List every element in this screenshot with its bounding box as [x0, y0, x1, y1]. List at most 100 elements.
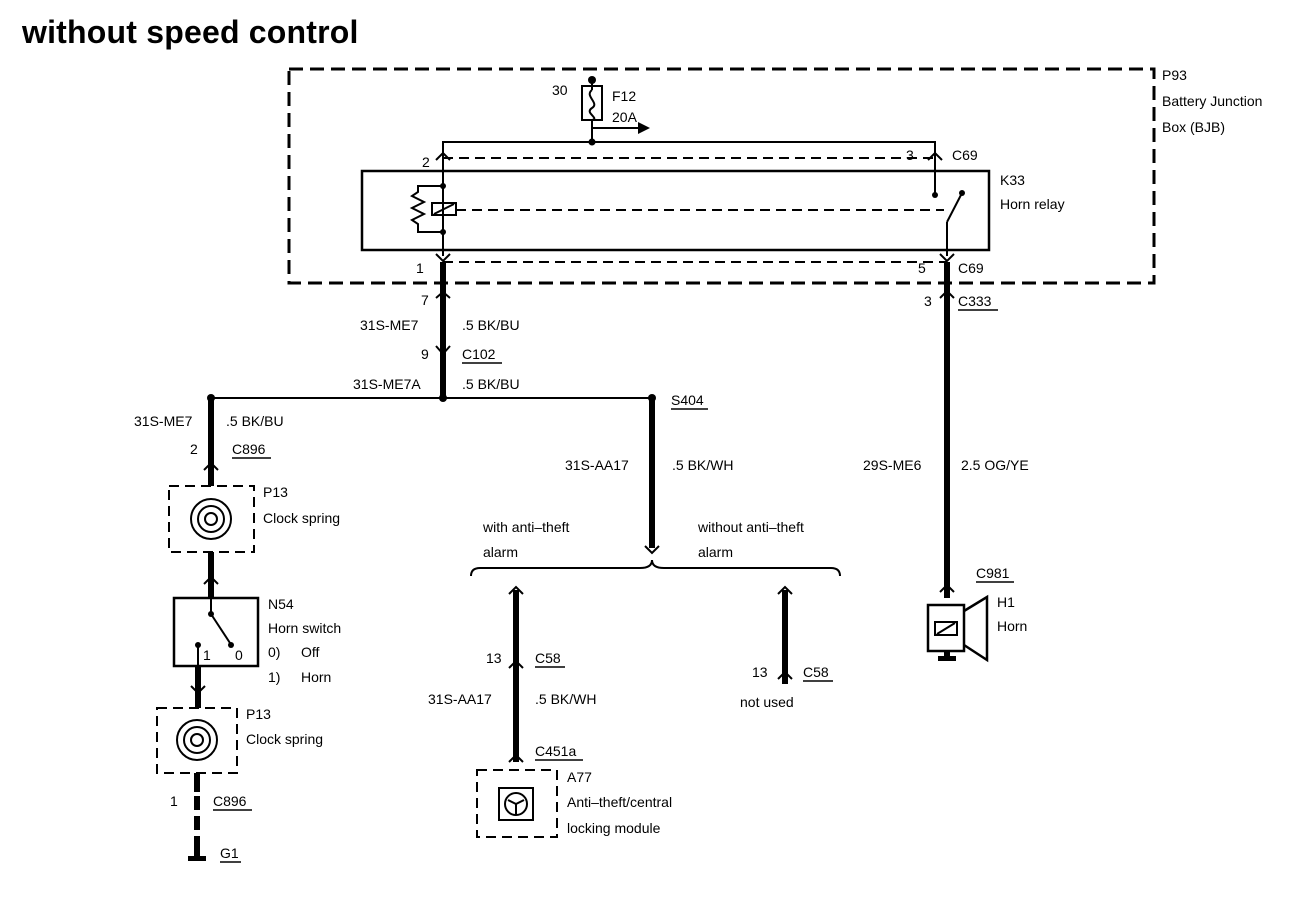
c58-left-top-chevron-icon [508, 585, 524, 595]
module-line2: locking module [567, 820, 661, 836]
ground-id: G1 [220, 845, 239, 861]
option-bracket [470, 559, 841, 577]
clock-spring-2-icon [176, 719, 218, 761]
relay-connector-top: C69 [952, 147, 978, 163]
c58-left-chevron-icon [508, 659, 524, 669]
clock-spring-1-id: P13 [263, 484, 288, 500]
bus-node-center [439, 394, 447, 402]
c102-top-chevron-icon [435, 290, 451, 299]
clock-spring-1-outline [168, 485, 255, 553]
relay-pin-top-left: 2 [422, 154, 430, 170]
c58-right-chevron-icon [777, 670, 793, 680]
without-alarm-line2: alarm [698, 544, 733, 560]
switch-legend-key-2: 1) [268, 669, 280, 685]
resistor-icon [409, 185, 443, 233]
module-id: A77 [567, 769, 592, 785]
pin1-chevron-icon [435, 253, 451, 263]
wire-spec: .5 BK/BU [462, 317, 520, 333]
bjb-outline [287, 67, 1156, 285]
module-icon-frame [498, 787, 534, 821]
switch-bottom-chevron-icon [190, 685, 206, 695]
contact-switch-arm [946, 192, 963, 223]
battery-junction-box: P93 Battery Junction Box (BJB) [287, 67, 1262, 285]
c451a-label: C451a [535, 743, 576, 759]
clock-spring-1-inner [197, 505, 225, 533]
junction-spec: .5 BK/BU [462, 376, 520, 392]
clock-spring-2-name: Clock spring [246, 731, 323, 747]
bjb-name-line1: Battery Junction [1162, 93, 1262, 109]
c58-left-pin: 13 [486, 650, 502, 666]
page-title: without speed control [22, 14, 359, 50]
wire-31s-me7: 7 31S-ME7 .5 BK/BU 9 C102 31S-ME7A .5 BK… [353, 262, 520, 398]
horn-coil-icon [934, 621, 958, 636]
relay-outline [360, 169, 991, 252]
relay-pin-bottom-left: 1 [416, 260, 424, 276]
coil-slash [433, 203, 455, 215]
clock-spring-2-outline [156, 707, 238, 774]
horn-switch-id: N54 [268, 596, 294, 612]
wire-circuit: 31S-ME7 [360, 317, 419, 333]
c58-left-spec: .5 BK/WH [535, 691, 596, 707]
left-branch: 31S-ME7 .5 BK/BU 2 C896 P13 Clock spring… [134, 398, 341, 863]
horn-relay: K33 Horn relay 2 3 C69 1 5 C69 [360, 147, 1065, 276]
left-branch-pin: 2 [190, 441, 198, 457]
fuse-element [588, 80, 596, 142]
without-alarm-line1: without anti–theft [697, 519, 804, 535]
c58-right-connector: C58 [803, 664, 829, 680]
module-line1: Anti–theft/central [567, 794, 672, 810]
pin3-chevron-icon [927, 151, 943, 161]
c981-chevron-icon [939, 583, 955, 593]
s404-circuit: 31S-AA17 [565, 457, 629, 473]
relay-pin-bottom-right: 5 [918, 260, 926, 276]
fuse-rating: 20A [612, 109, 638, 125]
c58-right-top-chevron-icon [777, 585, 793, 595]
c102-chevron-icon [435, 345, 451, 356]
horn-name: Horn [997, 618, 1027, 634]
s404-spec: .5 BK/WH [672, 457, 733, 473]
ground-pin: 1 [170, 793, 178, 809]
switch-pos-1: 1 [203, 647, 211, 663]
splice-id: S404 [671, 392, 704, 408]
c333-chevron-icon [939, 289, 955, 299]
switch-pos-0: 0 [235, 647, 243, 663]
pin5-chevron-icon [939, 253, 955, 263]
bjb-id: P93 [1162, 67, 1187, 83]
s404-chevron-icon [644, 545, 660, 555]
horn-wire-spec: 2.5 OG/YE [961, 457, 1029, 473]
module-icon [504, 792, 528, 816]
fuse-f12: 30 F12 20A [552, 76, 650, 146]
fuse-id: F12 [612, 88, 636, 104]
center-branch: 31S-AA17 .5 BK/WH with anti–theft alarm … [428, 398, 841, 838]
switch-legend-val-1: Off [301, 644, 320, 660]
relay-feed-wire [442, 141, 936, 170]
clock-spring-2-core [190, 733, 204, 747]
relay-name: Horn relay [1000, 196, 1065, 212]
clock-spring-2-inner [183, 726, 211, 754]
horn-wire-circuit: 29S-ME6 [863, 457, 922, 473]
pin2-chevron-icon [435, 151, 451, 161]
horn-id: H1 [997, 594, 1015, 610]
fuse-arrow-icon [638, 122, 650, 134]
right-branch: 3 C333 29S-ME6 2.5 OG/YE C981 H1 Horn [863, 262, 1029, 663]
horn-switch-name: Horn switch [268, 620, 341, 636]
relay-connector-bottom: C69 [958, 260, 984, 276]
c58-left-connector: C58 [535, 650, 561, 666]
horn-icon [963, 594, 989, 663]
fuse-pin: 30 [552, 82, 568, 98]
c58-left-circuit: 31S-AA17 [428, 691, 492, 707]
c102-label: C102 [462, 346, 496, 362]
with-alarm-line2: alarm [483, 544, 518, 560]
c58-right-note: not used [740, 694, 794, 710]
switch-top-chevron-icon [203, 575, 219, 585]
ground-symbol-icon [188, 856, 206, 861]
horn-switch-outline [172, 596, 260, 668]
switch-arm [210, 613, 231, 644]
module-outline [476, 769, 558, 838]
c333-pin: 3 [924, 293, 932, 309]
clock-spring-1-name: Clock spring [263, 510, 340, 526]
relay-pin-top-right: 3 [906, 147, 914, 163]
left-branch-circuit: 31S-ME7 [134, 413, 193, 429]
junction-circuit: 31S-ME7A [353, 376, 421, 392]
switch-legend-key-1: 0) [268, 644, 280, 660]
contact-fixed-node [932, 192, 938, 198]
